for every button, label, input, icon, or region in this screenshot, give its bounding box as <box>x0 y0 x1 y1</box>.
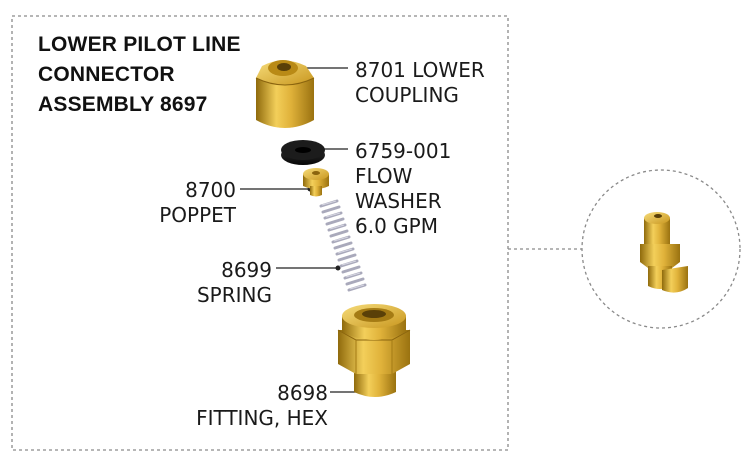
title-line-1: LOWER PILOT LINE <box>38 33 241 56</box>
hex-fitting-name: FITTING, HEX <box>196 406 328 430</box>
flow-washer-number: 6759-001 <box>355 139 452 163</box>
flow-washer-part <box>281 140 325 165</box>
spring-highlight <box>321 200 365 290</box>
lower-coupling-name: COUPLING <box>355 83 459 107</box>
label-poppet: 8700 POPPET <box>130 178 236 228</box>
hex-fitting-number: 8698 <box>277 381 328 405</box>
flow-washer-line-4: 6.0 GPM <box>355 214 438 238</box>
lower-coupling-number: 8701 LOWER <box>355 58 485 82</box>
lower-coupling-part <box>255 60 315 128</box>
assembly-frame <box>11 15 509 451</box>
hex-fitting-part <box>337 304 411 397</box>
title-line-3: ASSEMBLY 8697 <box>38 93 208 116</box>
title-line-2: CONNECTOR <box>38 63 175 86</box>
assembly-title: LOWER PILOT LINE CONNECTOR ASSEMBLY 8697 <box>38 30 278 120</box>
label-lower-coupling: 8701 LOWER COUPLING <box>355 58 485 108</box>
label-hex-fitting: 8698 FITTING, HEX <box>180 381 328 431</box>
poppet-number: 8700 <box>185 178 236 202</box>
spring-name: SPRING <box>196 283 272 307</box>
assembled-connector-detail <box>640 212 688 293</box>
label-spring: 8699 SPRING <box>170 258 272 308</box>
poppet-name: POPPET <box>159 203 236 227</box>
flow-washer-line-2: FLOW <box>355 164 413 188</box>
label-flow-washer: 6759-001 FLOW WASHER 6.0 GPM <box>355 139 451 239</box>
detail-view-circle <box>581 169 741 329</box>
flow-washer-line-3: WASHER <box>355 189 442 213</box>
spring-number: 8699 <box>221 258 272 282</box>
poppet-part <box>303 168 329 197</box>
